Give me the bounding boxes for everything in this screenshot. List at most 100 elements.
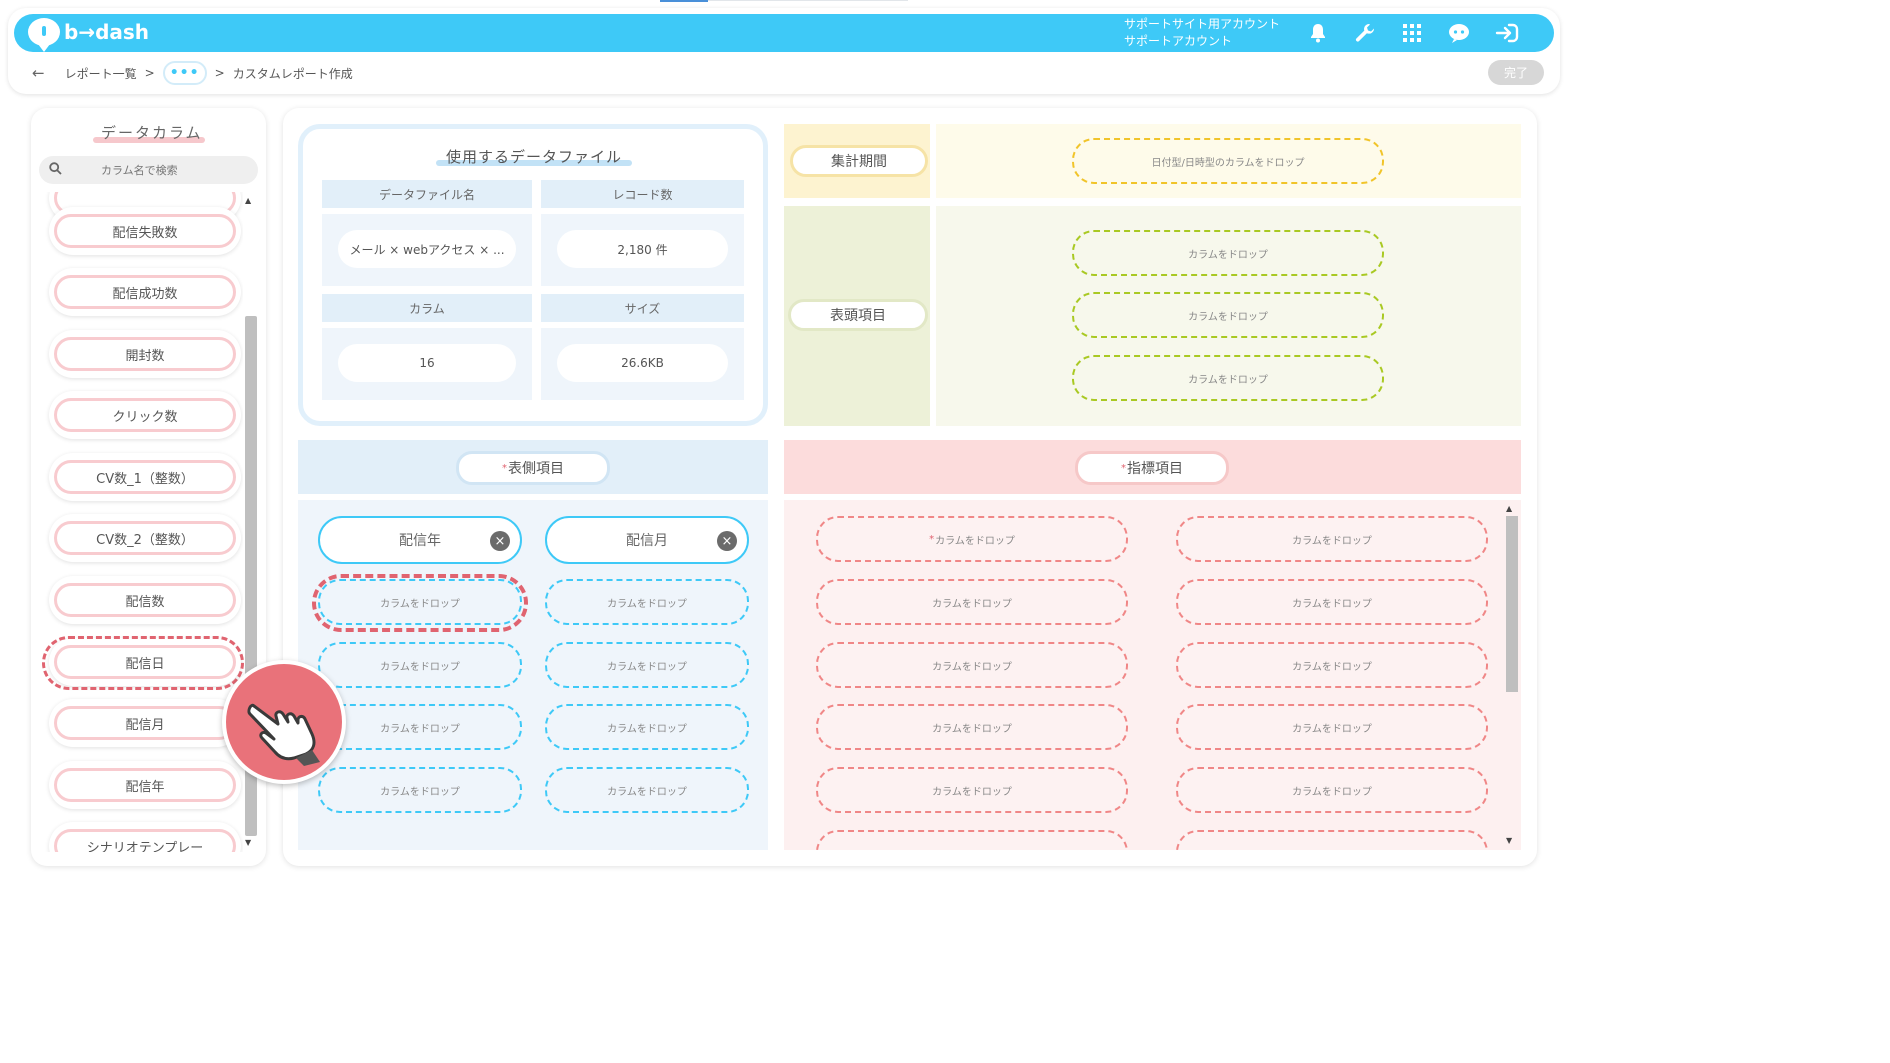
row-items-label: *表側項目 bbox=[456, 451, 610, 485]
row-drop-zone[interactable]: カラムをドロップ bbox=[318, 767, 522, 813]
column-item[interactable]: 開封数 bbox=[49, 330, 241, 378]
metric-drop-text: カラムをドロップ bbox=[935, 535, 1015, 547]
row-drop-zone[interactable]: カラムをドロップ bbox=[318, 642, 522, 688]
column-item[interactable]: 配信成功数 bbox=[49, 268, 241, 316]
row-drop-zone[interactable]: カラムをドロップ bbox=[545, 704, 749, 750]
metric-drop-zone[interactable]: カラムをドロップ bbox=[816, 642, 1128, 688]
metrics-body: *カラムをドロップ カラムをドロップ カラムをドロップ カラムをドロップ カラム… bbox=[784, 500, 1521, 850]
column-search[interactable] bbox=[39, 156, 258, 184]
column-item-label: 開封数 bbox=[54, 337, 236, 371]
drag-source-highlight bbox=[42, 636, 244, 690]
data-column-title: データカラム bbox=[101, 124, 203, 142]
metric-drop-zone[interactable]: カラムをドロップ bbox=[816, 704, 1128, 750]
column-search-input[interactable] bbox=[101, 163, 251, 177]
app-logo[interactable]: b→dash bbox=[28, 18, 149, 52]
metric-drop-zone-partial[interactable] bbox=[816, 830, 1128, 850]
scroll-up-icon[interactable]: ▲ bbox=[245, 196, 252, 205]
metric-drop-zone[interactable]: カラムをドロップ bbox=[1176, 642, 1488, 688]
metric-drop-zone[interactable]: カラムをドロップ bbox=[1176, 516, 1488, 562]
column-item[interactable]: 配信数 bbox=[49, 576, 241, 624]
account-info[interactable]: サポートサイト用アカウント サポートアカウント bbox=[1124, 16, 1280, 50]
record-count-cell: 2,180 件 bbox=[541, 214, 744, 286]
metric-drop-zone-partial[interactable] bbox=[1176, 830, 1488, 850]
logout-icon[interactable] bbox=[1494, 20, 1520, 46]
column-item[interactable]: CV数_2（整数） bbox=[49, 514, 241, 562]
data-file-title: 使用するデータファイル bbox=[446, 148, 623, 166]
row-item-label: 配信月 bbox=[626, 533, 668, 549]
column-item-label: 配信日 bbox=[54, 645, 236, 679]
remove-icon[interactable]: × bbox=[490, 531, 510, 551]
row-drop-zone[interactable]: カラムをドロップ bbox=[545, 642, 749, 688]
drop-target-highlight bbox=[312, 574, 528, 632]
column-item[interactable]: CV数_1（整数） bbox=[49, 453, 241, 501]
row-items-label-text: 表側項目 bbox=[508, 461, 564, 477]
scroll-up-icon[interactable]: ▲ bbox=[1506, 504, 1513, 513]
size-header: サイズ bbox=[541, 294, 744, 322]
column-item[interactable]: クリック数 bbox=[49, 391, 241, 439]
metric-drop-zone[interactable]: カラムをドロップ bbox=[1176, 767, 1488, 813]
column-item-label: 配信数 bbox=[54, 583, 236, 617]
breadcrumb-separator: > bbox=[144, 66, 155, 80]
column-item-label: 配信月 bbox=[54, 706, 236, 740]
required-mark: * bbox=[929, 533, 935, 545]
column-item[interactable]: シナリオテンプレー bbox=[49, 822, 241, 852]
metric-drop-zone[interactable]: カラムをドロップ bbox=[816, 767, 1128, 813]
scroll-down-icon[interactable]: ▼ bbox=[245, 838, 252, 847]
bell-icon[interactable] bbox=[1305, 20, 1331, 46]
top-tab-indicator bbox=[660, 0, 708, 2]
table-header-label: 表頭項目 bbox=[788, 299, 928, 331]
record-count-value: 2,180 件 bbox=[557, 230, 728, 268]
size-cell: 26.6KB bbox=[541, 328, 744, 400]
required-mark: * bbox=[502, 462, 507, 474]
account-user: サポートアカウント bbox=[1124, 34, 1233, 48]
row-item-selected[interactable]: 配信月 × bbox=[545, 516, 749, 564]
apps-grid-icon[interactable] bbox=[1399, 20, 1425, 46]
metric-drop-zone[interactable]: カラムをドロップ bbox=[1176, 704, 1488, 750]
remove-icon[interactable]: × bbox=[717, 531, 737, 551]
column-item-label: シナリオテンプレー bbox=[54, 829, 236, 852]
metric-drop-zone[interactable]: カラムをドロップ bbox=[1176, 579, 1488, 625]
column-item-label: 配信成功数 bbox=[54, 275, 236, 309]
row-item-selected[interactable]: 配信年 × bbox=[318, 516, 522, 564]
row-drop-zone[interactable]: カラムをドロップ bbox=[545, 767, 749, 813]
breadcrumb-more-button[interactable]: ••• bbox=[162, 61, 207, 85]
done-button[interactable]: 完了 bbox=[1488, 60, 1544, 85]
breadcrumb-separator: > bbox=[214, 66, 225, 80]
search-icon bbox=[49, 161, 67, 179]
row-drop-zone[interactable]: カラムをドロップ bbox=[545, 579, 749, 625]
pointing-hand-icon bbox=[222, 660, 346, 784]
table-header-drop-zone[interactable]: カラムをドロップ bbox=[1072, 355, 1384, 401]
table-header-drop-zone[interactable]: カラムをドロップ bbox=[1072, 230, 1384, 276]
data-file-name-cell: メール × webアクセス × ... bbox=[322, 214, 532, 286]
metric-drop-zone[interactable]: カラムをドロップ bbox=[816, 579, 1128, 625]
row-item-label: 配信年 bbox=[399, 533, 441, 549]
size-value: 26.6KB bbox=[557, 344, 728, 382]
column-item[interactable]: 配信月 bbox=[49, 699, 241, 747]
metric-drop-zone[interactable]: *カラムをドロップ bbox=[816, 516, 1128, 562]
top-divider bbox=[708, 0, 908, 1]
scrollbar-thumb[interactable] bbox=[1506, 516, 1518, 692]
scroll-down-icon[interactable]: ▼ bbox=[1506, 836, 1513, 845]
metrics-scrollbar[interactable]: ▲ ▼ bbox=[1504, 504, 1518, 848]
column-item-label: CV数_2（整数） bbox=[54, 521, 236, 555]
breadcrumb: ← レポート一覧 > ••• > カスタムレポート作成 bbox=[32, 60, 353, 86]
column-item-label: 配信失敗数 bbox=[54, 214, 236, 248]
table-header-drop-zone[interactable]: カラムをドロップ bbox=[1072, 292, 1384, 338]
metrics-label-text: 指標項目 bbox=[1127, 461, 1183, 477]
column-item-dragging[interactable]: 配信日 bbox=[49, 638, 241, 686]
data-file-name-value: メール × webアクセス × ... bbox=[338, 230, 516, 268]
column-list: 配信失敗数 配信成功数 開封数 クリック数 CV数_1（整数） CV数_2（整数… bbox=[31, 192, 243, 852]
wrench-icon[interactable] bbox=[1352, 20, 1378, 46]
column-item[interactable]: 配信年 bbox=[49, 761, 241, 809]
period-label: 集計期間 bbox=[790, 145, 928, 177]
back-arrow-icon[interactable]: ← bbox=[32, 64, 45, 82]
column-item[interactable]: 配信失敗数 bbox=[49, 207, 241, 255]
column-item-label: CV数_1（整数） bbox=[54, 460, 236, 494]
account-name: サポートサイト用アカウント bbox=[1124, 17, 1281, 31]
row-drop-zone[interactable]: カラムをドロップ bbox=[318, 704, 522, 750]
breadcrumb-report-list[interactable]: レポート一覧 bbox=[64, 66, 137, 81]
period-drop-zone[interactable]: 日付型/日時型のカラムをドロップ bbox=[1072, 138, 1384, 184]
metrics-label: *指標項目 bbox=[1075, 451, 1229, 485]
data-file-name-header: データファイル名 bbox=[322, 180, 532, 208]
chat-bot-icon[interactable] bbox=[1446, 20, 1472, 46]
